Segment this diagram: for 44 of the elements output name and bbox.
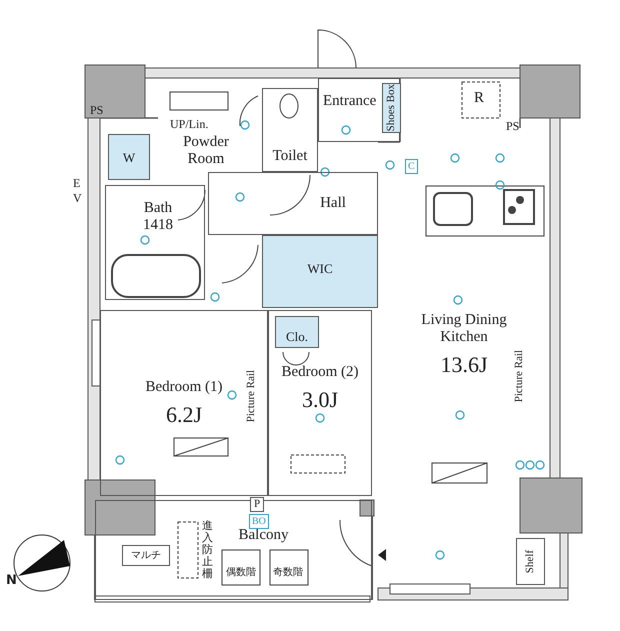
room — [100, 310, 268, 496]
area-label: 6.2J — [166, 402, 202, 428]
room — [275, 316, 319, 348]
room-label: Hall — [320, 195, 346, 212]
label: R — [474, 92, 484, 105]
room-label: Toilet — [272, 148, 308, 165]
label: Picture Rail — [245, 370, 258, 422]
room — [516, 538, 545, 585]
room-label: Shoes Box — [384, 84, 398, 132]
room-label: Balcony — [238, 527, 288, 544]
label: Picture Rail — [513, 350, 526, 402]
room-label: WIC — [307, 260, 333, 277]
symbol-label: P — [250, 497, 264, 512]
room — [382, 83, 401, 133]
label: 偶数階 — [226, 566, 256, 579]
room — [95, 500, 372, 600]
label: PS — [90, 104, 104, 117]
label: PS — [506, 120, 520, 133]
label: EV — [73, 176, 83, 206]
room — [208, 172, 378, 235]
room — [105, 185, 205, 300]
area-label: 3.0J — [302, 386, 338, 412]
label: 進入防止柵 — [202, 520, 214, 580]
symbol-label: マルチ — [122, 545, 170, 566]
room — [262, 88, 318, 172]
room-label: W — [122, 148, 136, 166]
label: 奇数階 — [273, 566, 303, 579]
room-label: Entrance — [323, 93, 376, 110]
room-label: Clo. — [286, 328, 308, 345]
room-label: Bath 1418 — [142, 200, 174, 234]
area-label: 13.6J — [440, 352, 488, 378]
room — [318, 78, 400, 142]
compass-label: N — [6, 574, 17, 587]
room-label: Bedroom (2) — [281, 364, 359, 380]
room — [268, 310, 372, 496]
symbol-label: BO — [249, 514, 269, 529]
symbol-label: C — [405, 159, 418, 174]
room-label: Living Dining Kitchen — [420, 312, 508, 346]
label: UP/Lin. — [170, 118, 208, 131]
room-label: Bedroom (1) — [145, 378, 223, 396]
room-label: Shelf — [523, 550, 537, 574]
room — [108, 134, 150, 180]
room-label: Powder Room — [182, 134, 230, 168]
room — [262, 235, 378, 308]
